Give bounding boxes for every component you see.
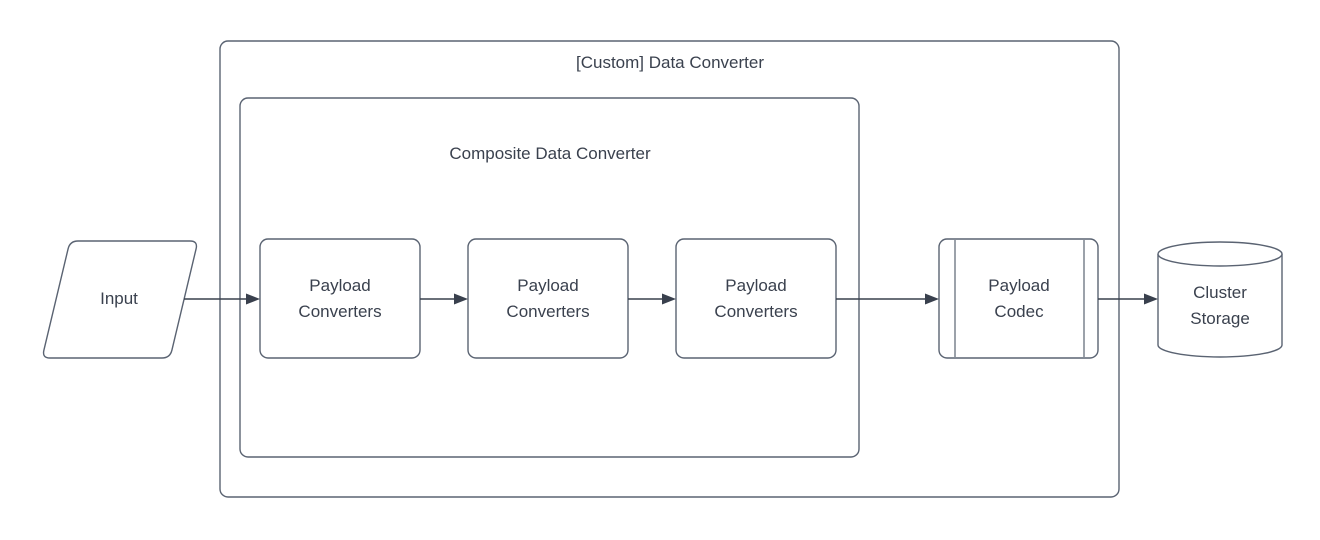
- arrow-head: [454, 293, 468, 305]
- storage-cylinder-top-ellipse: [1157, 241, 1283, 267]
- arrow-head: [1144, 293, 1158, 305]
- storage-cylinder-body: [1157, 254, 1283, 358]
- arrow-converter1-to-converter2: [420, 293, 468, 305]
- payload-converter-box-2: [467, 238, 629, 359]
- arrow-codec-to-storage: [1098, 293, 1158, 305]
- payload-converter-box-3: [675, 238, 837, 359]
- arrow-head: [662, 293, 676, 305]
- arrow-converter2-to-converter3: [628, 293, 676, 305]
- payload-codec-box: [938, 238, 1099, 359]
- input-parallelogram: [42, 240, 198, 359]
- payload-converter-box-1: [259, 238, 421, 359]
- arrow-input-to-converter1: [184, 293, 260, 305]
- arrow-head: [925, 293, 939, 305]
- arrow-head: [246, 293, 260, 305]
- arrow-converter3-to-codec: [836, 293, 939, 305]
